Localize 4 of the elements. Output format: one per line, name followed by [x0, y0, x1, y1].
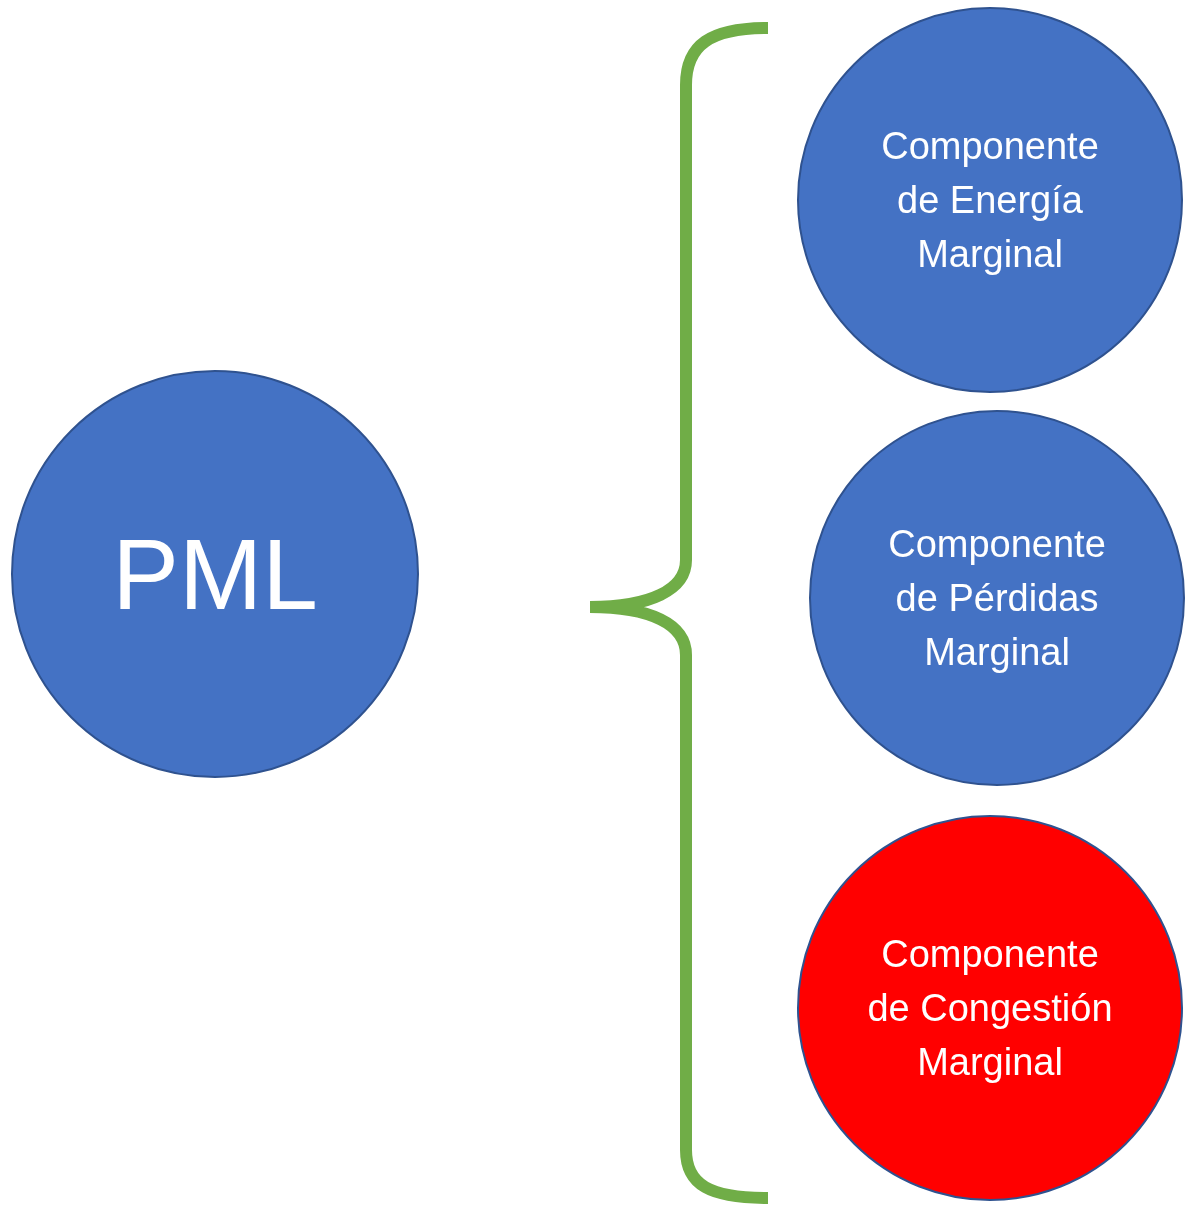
- node-label: Componente de Congestión Marginal: [866, 932, 1114, 1085]
- node-label: Componente de Pérdidas Marginal: [887, 522, 1107, 675]
- node-label: PML: [111, 524, 319, 624]
- node-label: Componente de Energía Marginal: [880, 124, 1100, 277]
